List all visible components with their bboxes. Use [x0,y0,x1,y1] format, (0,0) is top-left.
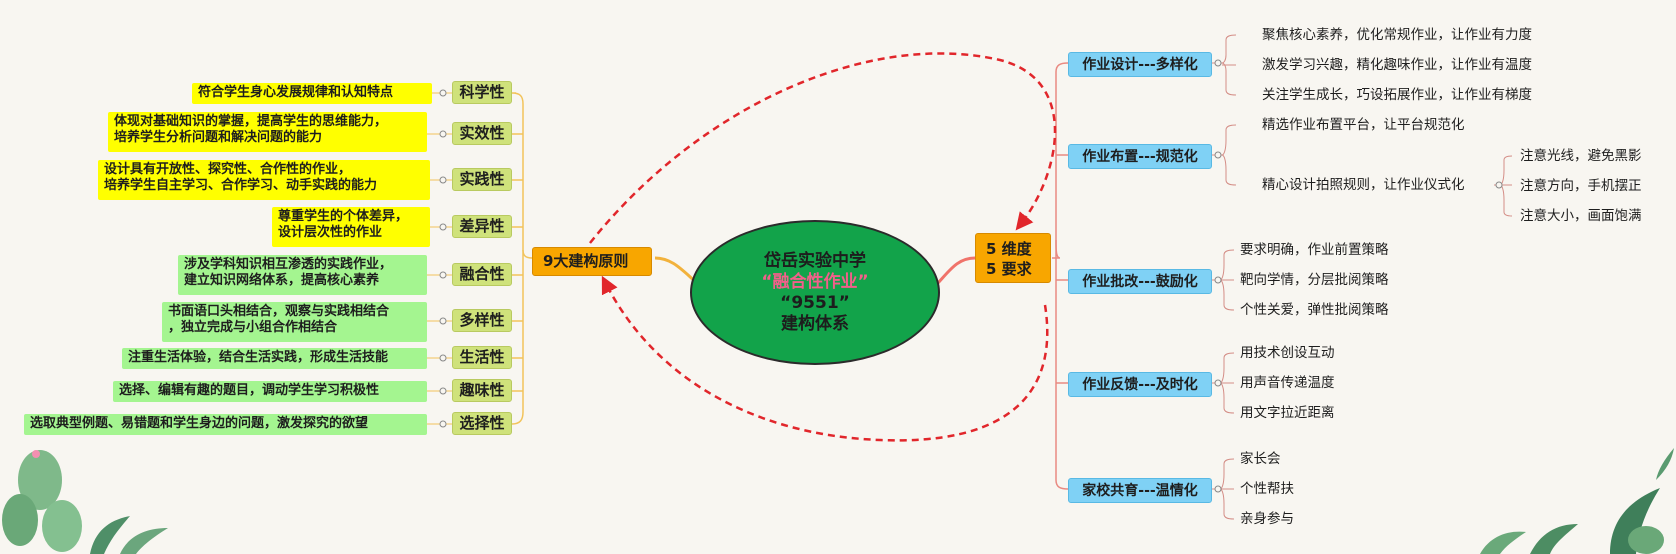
principle-selective[interactable]: 选择性 [452,412,512,435]
desc-line: 设计具有开放性、探究性、合作性的作业， [104,162,352,177]
principle-scientific-desc: 符合学生身心发展规律和认知特点 [192,83,432,104]
principle-diverse-desc: 书面语口头相结合，观察与实践相结合 ，独立完成与小组合作相结合 [162,302,427,342]
feedback-item-3: 用文字拉近距离 [1240,405,1335,421]
center-system: 建构体系 [781,313,849,334]
principle-practical-desc: 设计具有开放性、探究性、合作性的作业， 培养学生自主学习、合作学习、动手实践的能… [98,160,430,200]
feedback-item-1: 用技术创设互动 [1240,345,1335,361]
principle-practical[interactable]: 实践性 [452,168,512,191]
principle-effective-desc: 体现对基础知识的掌握，提高学生的思维能力， 培养学生分析问题和解决问题的能力 [108,112,427,152]
desc-line: 注重生活体验，结合生活实践，形成生活技能 [128,350,389,365]
center-homework-type: “融合性作业” [761,271,869,292]
right-hub-line2: 5 要求 [986,260,1032,278]
grading-item-2: 靶向学情，分层批阅策略 [1240,272,1389,288]
design-item-1: 聚焦核心素养，优化常规作业，让作业有力度 [1262,27,1532,43]
dimension-design[interactable]: 作业设计---多样化 [1068,52,1212,77]
principle-interesting-desc: 选择、编辑有趣的题目，调动学生学习积极性 [113,381,427,402]
dimension-home-school[interactable]: 家校共育---温情化 [1068,478,1212,503]
feedback-item-2: 用声音传递温度 [1240,375,1335,391]
home-school-item-2: 个性帮扶 [1240,481,1294,497]
home-school-item-1: 家长会 [1240,451,1281,467]
desc-line: 尊重学生的个体差异， [278,209,409,224]
desc-line: ，独立完成与小组合作相结合 [168,320,338,335]
principle-diverse[interactable]: 多样性 [452,309,512,332]
desc-line: 符合学生身心发展规律和认知特点 [198,85,394,100]
home-school-item-3: 亲身参与 [1240,511,1294,527]
left-hub-principles[interactable]: 9大建构原则 [532,247,652,276]
grading-item-1: 要求明确，作业前置策略 [1240,242,1389,258]
desc-line: 设计层次性的作业 [278,225,383,240]
grading-item-3: 个性关爱，弹性批阅策略 [1240,302,1389,318]
assignment-item-2: 精心设计拍照规则，让作业仪式化 [1262,177,1465,193]
principle-integrative[interactable]: 融合性 [452,263,512,286]
principle-interesting[interactable]: 趣味性 [452,379,512,402]
photo-rule-1: 注意光线，避免黑影 [1520,148,1642,164]
desc-line: 书面语口头相结合，观察与实践相结合 [168,304,390,319]
desc-line: 体现对基础知识的掌握，提高学生的思维能力， [114,114,388,129]
cactus-decoration-icon [2,450,168,554]
right-hub-dimensions[interactable]: 5 维度 5 要求 [975,233,1051,283]
dimension-feedback[interactable]: 作业反馈---及时化 [1068,372,1212,397]
principle-life-oriented[interactable]: 生活性 [452,346,512,369]
dimension-assignment[interactable]: 作业布置---规范化 [1068,144,1212,169]
principle-differential[interactable]: 差异性 [452,215,512,238]
photo-rule-2: 注意方向，手机摆正 [1520,178,1642,194]
design-item-3: 关注学生成长，巧设拓展作业，让作业有梯度 [1262,87,1532,103]
desc-line: 培养学生自主学习、合作学习、动手实践的能力 [104,178,378,193]
desc-line: 建立知识网络体系，提高核心素养 [184,273,380,288]
principle-effective[interactable]: 实效性 [452,122,512,145]
principle-integrative-desc: 涉及学科知识相互渗透的实践作业， 建立知识网络体系，提高核心素养 [178,255,427,295]
principle-scientific[interactable]: 科学性 [452,81,512,104]
dimension-grading[interactable]: 作业批改---鼓励化 [1068,269,1212,294]
principle-differential-desc: 尊重学生的个体差异， 设计层次性的作业 [272,207,430,247]
desc-line: 培养学生分析问题和解决问题的能力 [114,130,323,145]
principle-life-oriented-desc: 注重生活体验，结合生活实践，形成生活技能 [122,348,427,369]
palm-decoration-icon [1480,448,1674,554]
design-item-2: 激发学习兴趣，精化趣味作业，让作业有温度 [1262,57,1532,73]
assignment-item-1: 精选作业布置平台，让平台规范化 [1262,117,1465,133]
principle-selective-desc: 选取典型例题、易错题和学生身边的问题，激发探究的欲望 [24,414,427,435]
photo-rule-3: 注意大小，画面饱满 [1520,208,1642,224]
center-school-name: 岱岳实验中学 [764,250,866,271]
center-topic: 岱岳实验中学 “融合性作业” “9551” 建构体系 [690,220,940,365]
desc-line: 选取典型例题、易错题和学生身边的问题，激发探究的欲望 [30,416,369,431]
desc-line: 涉及学科知识相互渗透的实践作业， [184,257,393,272]
center-code: “9551” [780,292,850,313]
desc-line: 选择、编辑有趣的题目，调动学生学习积极性 [119,383,380,398]
right-hub-line1: 5 维度 [986,240,1032,258]
